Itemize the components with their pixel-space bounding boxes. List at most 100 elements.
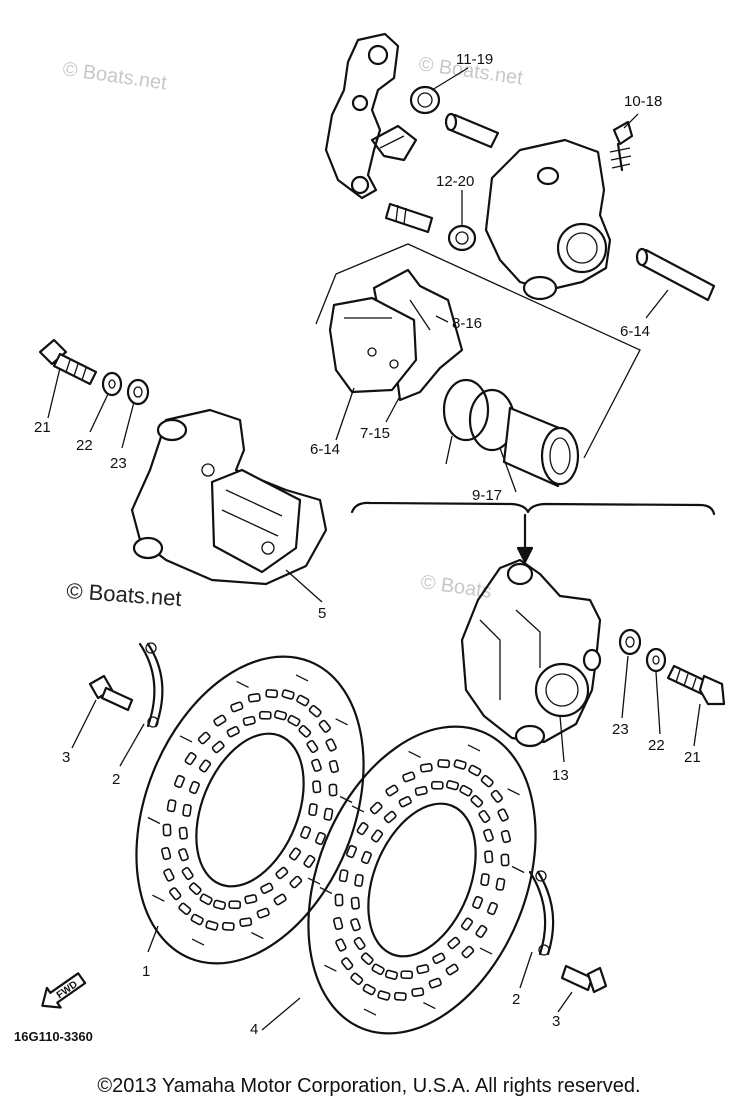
callout-1: 1	[142, 963, 150, 980]
disc-slot	[298, 725, 312, 738]
disc-slot	[178, 902, 192, 915]
watermark-boats-net: © Boats.net	[66, 578, 183, 611]
disc-slot	[345, 844, 358, 859]
disc-slot	[453, 759, 467, 770]
disc-slot	[160, 846, 172, 861]
disc-slot	[432, 952, 446, 965]
callout-5: 5	[318, 605, 326, 622]
disc-mark	[479, 947, 493, 955]
disc-slot	[306, 739, 319, 754]
disc-slot	[332, 916, 344, 931]
disc-mark	[467, 744, 481, 752]
disc-slot	[480, 873, 490, 887]
callout-8-16: 8-16	[452, 315, 482, 332]
disc-slot	[226, 725, 240, 738]
disc-slot	[169, 887, 182, 901]
disc-slot	[356, 822, 369, 836]
disc-slot	[360, 952, 374, 965]
disc-slot	[468, 764, 482, 777]
disc-slot	[459, 784, 473, 797]
disc-slot	[497, 808, 509, 822]
disc-slot	[311, 758, 322, 772]
disc-slot	[221, 921, 235, 931]
disc-slot	[228, 900, 242, 910]
disc-slot	[437, 759, 451, 769]
disc-slot	[460, 917, 474, 931]
disc-slot	[197, 731, 211, 745]
disc-slot	[362, 983, 376, 996]
leader-lines	[47, 67, 701, 1031]
disc-slot	[350, 896, 360, 910]
disc-slot	[239, 917, 253, 927]
disc-mark	[423, 1002, 436, 1010]
disc-bolt-right	[560, 964, 608, 994]
disc-mark	[335, 718, 348, 726]
caliper-bolt-right	[666, 664, 726, 706]
disc-slot	[383, 810, 397, 824]
disc-slot	[385, 784, 399, 797]
disc-slot	[308, 803, 318, 817]
disc-slot	[416, 964, 430, 975]
disc-slot	[173, 774, 186, 789]
disc-slot	[335, 938, 347, 952]
brake-pad-pair	[328, 296, 418, 394]
disc-slot	[205, 920, 219, 931]
disc-mark	[319, 886, 333, 895]
plain-washer-left	[126, 378, 150, 406]
disc-slot	[360, 850, 372, 865]
callout-23-right: 23	[612, 721, 629, 738]
callout-6-14-right: 6-14	[620, 323, 650, 340]
disc-slot	[486, 901, 499, 916]
lock-plate-left	[138, 642, 164, 728]
disc-slot	[188, 780, 200, 795]
disc-slot	[212, 899, 227, 910]
disc-slot	[354, 873, 364, 887]
disc-mark	[152, 894, 165, 902]
disc-slot	[182, 803, 192, 817]
slide-pin-lower	[384, 202, 434, 234]
piston-seals	[442, 378, 516, 452]
disc-mark	[408, 750, 421, 758]
disc-slot	[495, 877, 506, 891]
disc-slot	[256, 907, 270, 919]
disc-slot	[384, 969, 399, 980]
callout-10-18: 10-18	[624, 93, 662, 110]
disc-slot	[300, 825, 312, 840]
brake-disc-left	[135, 655, 365, 965]
disc-slot	[211, 740, 225, 754]
caliper-bolt-long	[635, 247, 716, 302]
plain-washer-right	[618, 628, 642, 656]
callout-12-20: 12-20	[436, 173, 474, 190]
disc-slot	[350, 972, 364, 985]
disc-slot	[334, 893, 344, 907]
disc-slot	[475, 924, 488, 938]
disc-slot	[325, 738, 337, 752]
disc-slot	[289, 875, 303, 889]
disc-slot	[484, 850, 494, 864]
disc-slot	[162, 823, 172, 837]
disc-mark	[191, 938, 205, 946]
disc-slot	[377, 990, 391, 1001]
disc-slot	[312, 780, 322, 794]
disc-slot	[461, 945, 475, 959]
disc-bolt-left	[88, 674, 134, 712]
group-brace	[350, 501, 716, 516]
disc-slot	[288, 847, 302, 861]
slide-pin-upper	[444, 112, 500, 149]
callout-4: 4	[250, 1021, 258, 1038]
disc-mark	[351, 805, 365, 813]
disc-mark	[511, 865, 525, 874]
disc-slot	[244, 894, 258, 905]
disc-slot	[287, 714, 301, 727]
disc-slot	[445, 780, 460, 791]
caliper-assembly-right	[460, 558, 602, 748]
disc-slot	[500, 829, 512, 844]
disc-slot	[188, 882, 202, 895]
copyright-notice: ©2013 Yamaha Motor Corporation, U.S.A. A…	[97, 1075, 641, 1097]
caliper-assembly-left	[130, 408, 328, 586]
disc-mark	[295, 674, 309, 682]
arrow-head	[516, 546, 534, 564]
disc-slot	[369, 801, 383, 815]
callout-22-left: 22	[76, 437, 93, 454]
disc-slot	[478, 809, 491, 824]
